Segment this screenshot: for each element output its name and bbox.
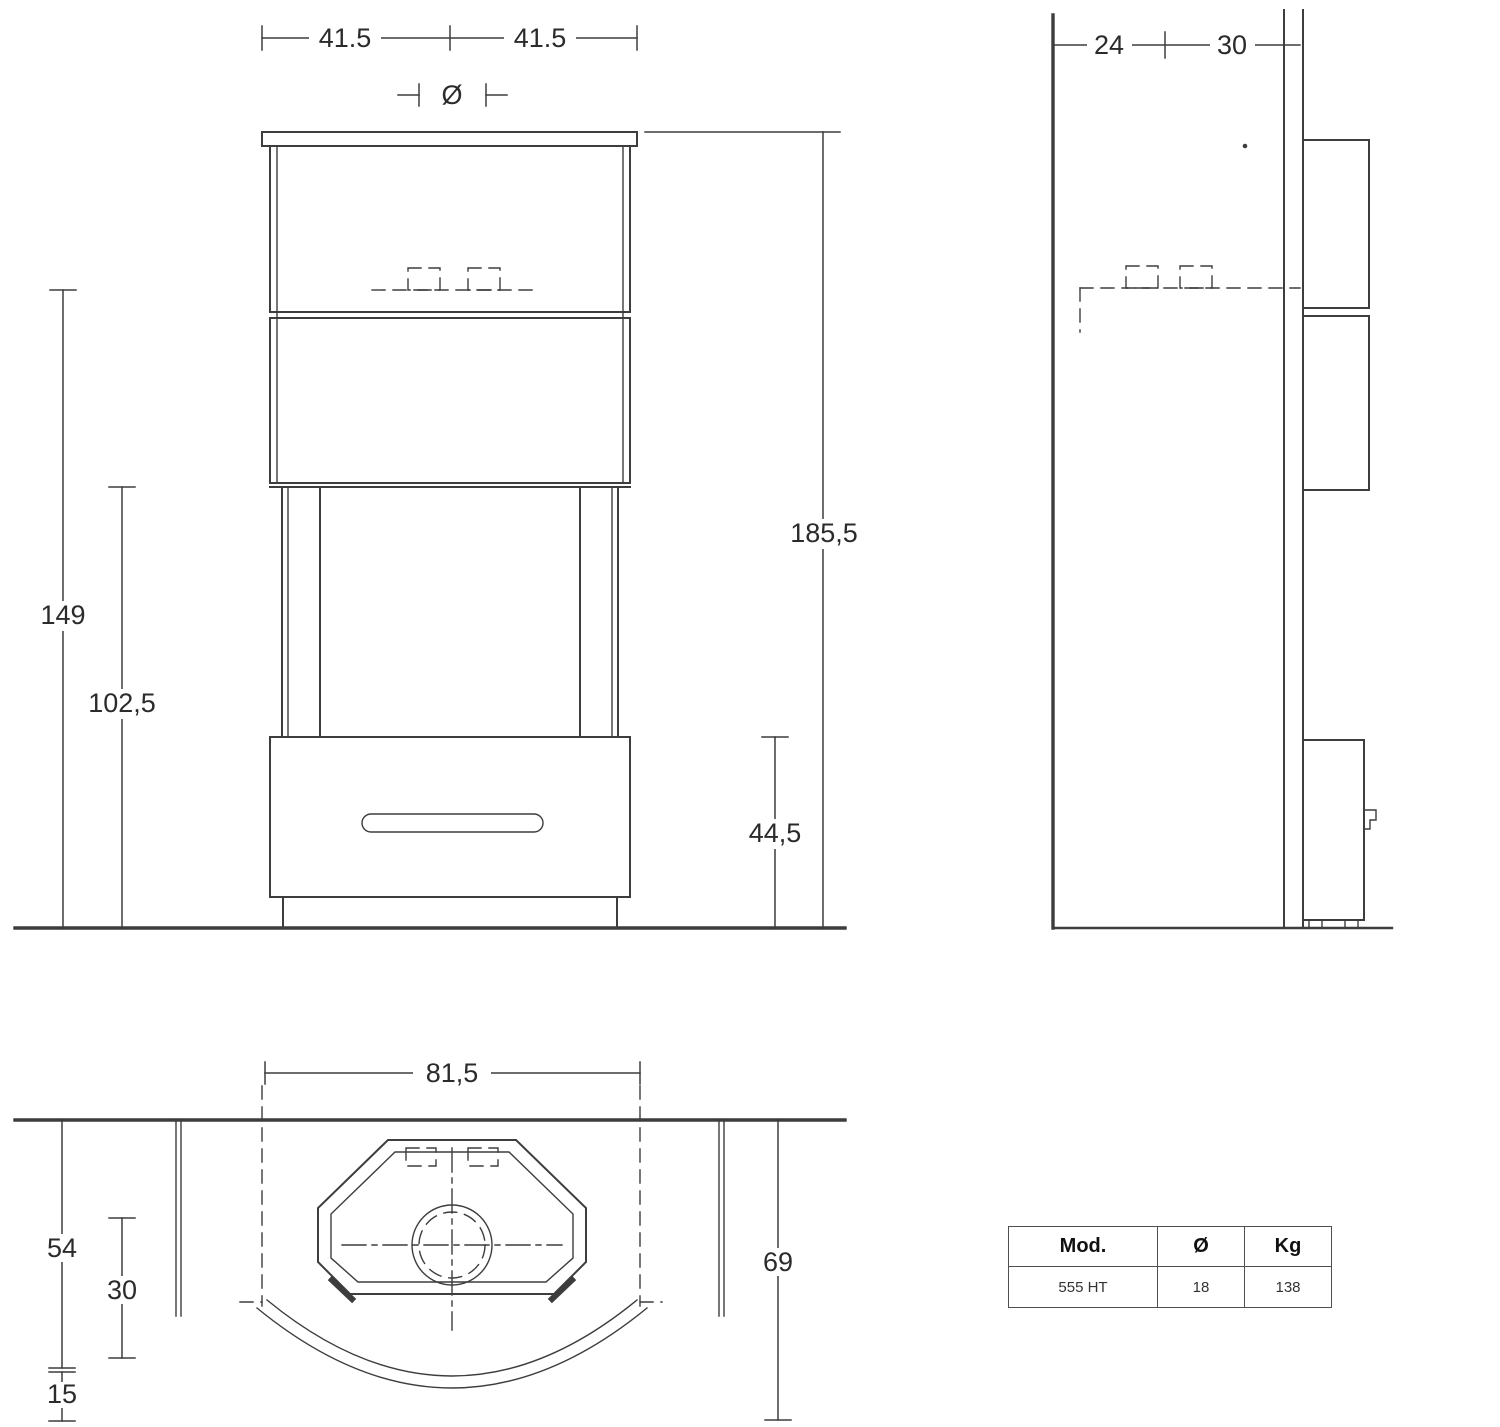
- front-dim-flue-diameter: Ø: [397, 80, 508, 110]
- spec-col-diameter: Ø: [1157, 1226, 1245, 1267]
- plan-view: 81,5 54 30 15 69: [13, 1058, 847, 1422]
- front-view: 41.5 41.5 Ø 149 102,5 185,5: [13, 23, 863, 930]
- stove-middle-panel: [269, 317, 631, 484]
- side-middle-block: [1302, 315, 1370, 491]
- plan-dim-inner-depth: 30: [95, 1217, 149, 1359]
- plan-dim-door-offset: 15: [38, 1371, 86, 1422]
- side-dim-depths: 24 30: [1052, 30, 1301, 60]
- spec-header-row: Mod. Ø Kg: [1008, 1226, 1332, 1267]
- door-hinge-left: [327, 1275, 357, 1304]
- dim-firebox-height: 102,5: [88, 688, 156, 718]
- dim-half-width-right: 41.5: [514, 23, 567, 53]
- dim-overall-depth: 69: [763, 1247, 793, 1277]
- dim-half-width-left: 41.5: [319, 23, 372, 53]
- drawer-handle: [361, 813, 544, 833]
- side-view: 24 30: [1051, 9, 1394, 930]
- spec-diameter-value: 18: [1157, 1266, 1245, 1308]
- dim-total-height: 185,5: [790, 518, 858, 548]
- front-flue-hidden-lines: [371, 267, 536, 291]
- plan-dim-width: 81,5: [264, 1058, 641, 1088]
- dim-overall-width: 81,5: [426, 1058, 479, 1088]
- spec-data-row: 555 HT 18 138: [1008, 1266, 1332, 1308]
- dim-inner-depth: 30: [107, 1275, 137, 1305]
- side-flue-hidden-lines: [1079, 265, 1301, 333]
- plan-body-inner: [330, 1151, 574, 1283]
- side-foot-left: [1308, 919, 1323, 929]
- front-dim-firebox-height: 102,5: [85, 486, 159, 929]
- dim-flue-height: 149: [40, 600, 85, 630]
- side-upper-block: [1302, 139, 1370, 309]
- front-stove-outline: [261, 131, 638, 929]
- door-hinge-right: [547, 1275, 577, 1304]
- spec-table: Mod. Ø Kg 555 HT 18 138: [1008, 1226, 1332, 1308]
- side-foot-right: [1344, 919, 1359, 929]
- door-swing-arc-inner: [266, 1299, 638, 1377]
- side-lower-block: [1302, 739, 1365, 921]
- dim-door-offset: 15: [47, 1379, 77, 1409]
- stove-drawer: [269, 736, 631, 898]
- stove-top-plate: [261, 131, 638, 147]
- plan-dim-overall-depth: 69: [751, 1119, 805, 1421]
- front-dim-base-height: 44,5: [742, 736, 808, 929]
- reference-dot: [1242, 143, 1248, 149]
- dim-flue-wall-offset: 24: [1094, 30, 1124, 60]
- spec-weight-value: 138: [1244, 1266, 1332, 1308]
- dim-wall-depth: 30: [1217, 30, 1247, 60]
- flue-diameter-symbol: Ø: [441, 80, 462, 110]
- side-handle-profile: [1363, 809, 1377, 830]
- spec-col-weight: Kg: [1244, 1226, 1332, 1267]
- door-swing-arc-outer: [256, 1307, 648, 1389]
- spec-model-value: 555 HT: [1008, 1266, 1158, 1308]
- spec-col-model: Mod.: [1008, 1226, 1158, 1267]
- front-dim-width: 41.5 41.5: [261, 23, 638, 53]
- front-dim-flue-height: 149: [34, 289, 92, 929]
- dim-front-depth: 54: [47, 1233, 77, 1263]
- plan-dim-front-depth: 54: [35, 1119, 89, 1369]
- front-dim-total-height: 185,5: [644, 131, 863, 929]
- stove-upper-panel: [269, 145, 631, 313]
- dim-base-height: 44,5: [749, 818, 802, 848]
